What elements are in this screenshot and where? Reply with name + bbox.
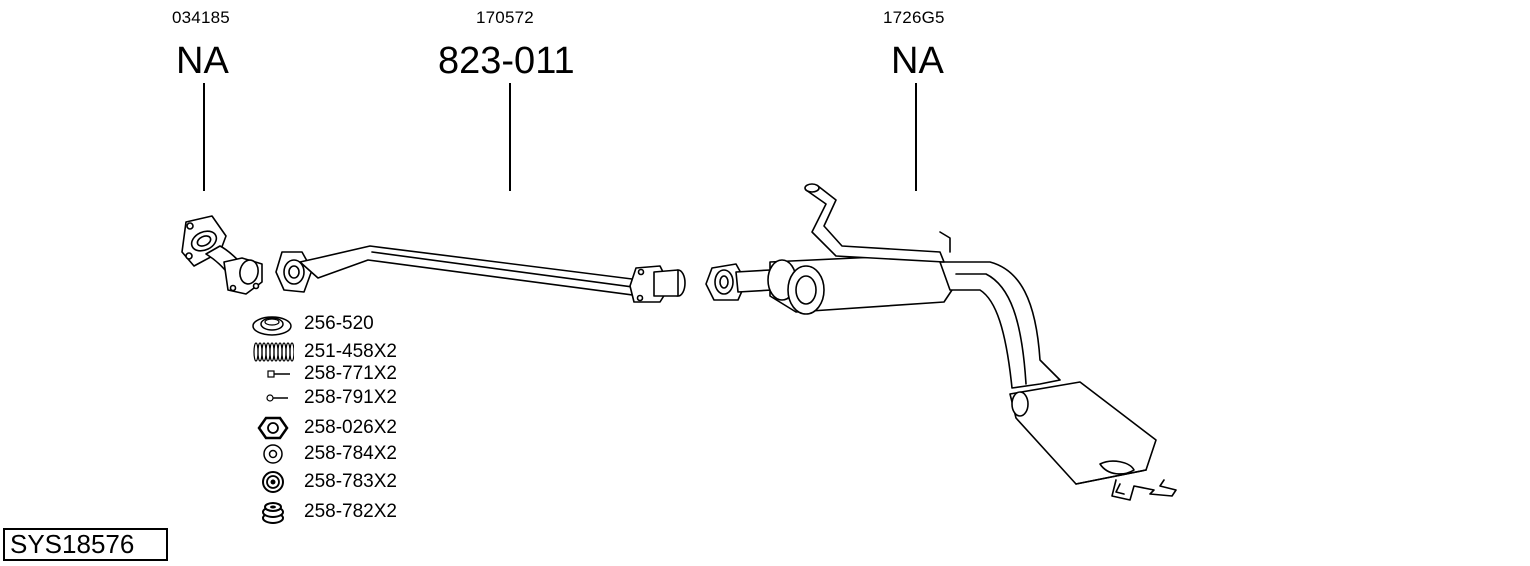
part-3-ref: 1726G5 xyxy=(883,8,945,27)
hardware-item: 251-458X2 xyxy=(252,340,397,364)
part-1-leader-line xyxy=(203,83,205,191)
hardware-code: 258-784X2 xyxy=(304,443,397,464)
hardware-code: 251-458X2 xyxy=(304,341,397,362)
hardware-code: 258-783X2 xyxy=(304,471,397,492)
hardware-item: 258-784X2 xyxy=(252,442,397,466)
spring-icon xyxy=(253,342,294,362)
part-1-code: NA xyxy=(176,40,229,82)
part-2-leader-line xyxy=(509,83,511,191)
rubber-bush-icon xyxy=(262,502,284,524)
hardware-code: 258-026X2 xyxy=(304,417,397,438)
system-id-label: SYS18576 xyxy=(3,528,168,561)
hardware-item: 258-783X2 xyxy=(252,470,397,494)
part-1-ref: 034185 xyxy=(172,8,230,27)
bolt-icon xyxy=(266,394,288,402)
washer-icon xyxy=(263,444,283,464)
part-2-ref: 170572 xyxy=(476,8,534,27)
hex-nut-icon xyxy=(257,416,289,440)
part-2-code: 823-011 xyxy=(438,40,575,82)
hardware-item: 258-026X2 xyxy=(252,416,397,440)
front-pipe-drawing xyxy=(181,215,263,295)
hardware-code: 256-520 xyxy=(304,313,374,334)
hardware-code: 258-791X2 xyxy=(304,387,397,408)
hardware-item: 258-791X2 xyxy=(252,386,397,410)
rear-silencer-drawing xyxy=(705,183,1177,501)
hardware-item: 256-520 xyxy=(252,312,374,336)
rubber-mount-icon xyxy=(262,471,284,493)
hardware-item: 258-771X2 xyxy=(252,362,397,386)
gasket-ring-icon xyxy=(252,316,292,336)
part-3-leader-line xyxy=(915,83,917,191)
hardware-code: 258-782X2 xyxy=(304,501,397,522)
intermediate-pipe-drawing xyxy=(275,245,686,303)
hardware-item: 258-782X2 xyxy=(252,500,397,524)
part-3-code: NA xyxy=(891,40,944,82)
bolt-icon xyxy=(267,370,290,378)
hardware-code: 258-771X2 xyxy=(304,363,397,384)
